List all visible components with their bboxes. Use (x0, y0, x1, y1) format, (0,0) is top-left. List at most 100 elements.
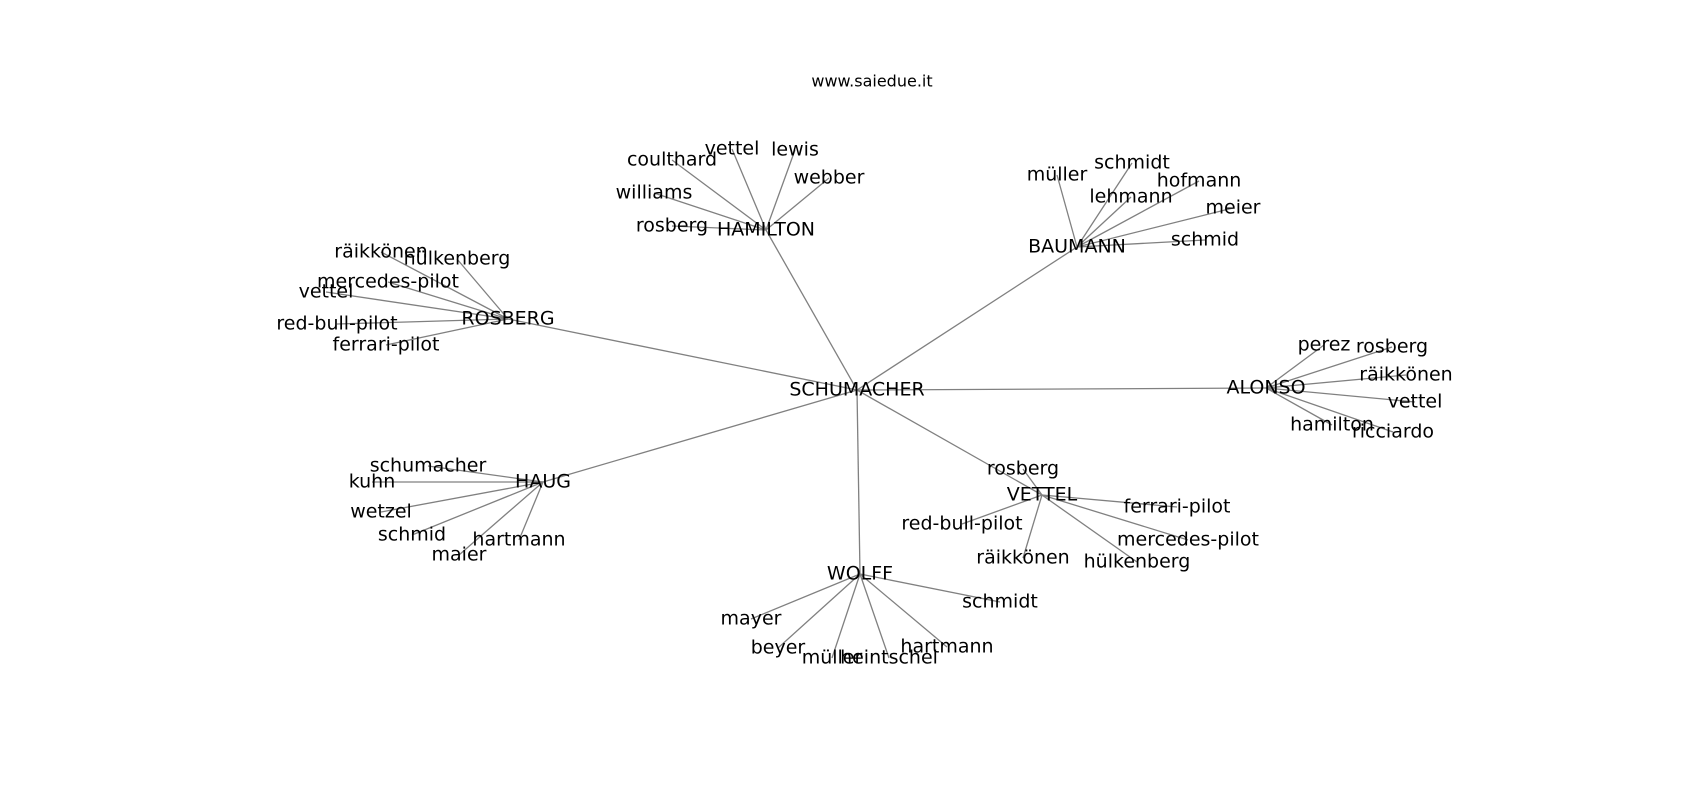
node-leaf-wolff-mayer: mayer (721, 608, 782, 630)
edge-wolff-schmidt (859, 573, 1001, 603)
node-leaf-hamilton-webber: webber (794, 167, 865, 189)
edge-alonso-ricciardo (1265, 387, 1394, 433)
edge-rosberg-vettel (325, 291, 509, 320)
node-leaf-wolff-schmidt: schmidt (962, 591, 1038, 613)
node-leaf-vettel-mercedes-pilot: mercedes-pilot (1117, 529, 1259, 551)
node-leaf-wolff-muller: müller (802, 647, 863, 669)
edge-haug-hartmann (518, 481, 544, 541)
graph-edges (325, 148, 1416, 659)
edge-alonso-perez (1265, 344, 1325, 389)
node-leaf-alonso-vettel: vettel (1388, 391, 1443, 413)
page-title: www.saiedue.it (811, 72, 932, 91)
node-leaf-haug-maier: maier (432, 544, 487, 566)
edge-center-vettel (856, 389, 1043, 496)
edge-vettel-ferrari-pilot (1041, 494, 1178, 508)
edge-vettel-rosberg (1022, 468, 1043, 496)
edge-rosberg-mercedes-pilot (387, 281, 509, 320)
edge-rosberg-ferrari-pilot (385, 318, 509, 346)
edge-rosberg-raikkonen (380, 251, 509, 320)
node-leaf-rosberg-red-bull-pilot: red-bull-pilot (276, 313, 397, 335)
edge-vettel-mercedes-pilot (1041, 494, 1189, 541)
edge-alonso-raikkonen (1265, 374, 1407, 389)
node-leaf-vettel-red-bull-pilot: red-bull-pilot (901, 513, 1022, 535)
edge-haug-maier (458, 481, 544, 556)
node-leaf-vettel-hulkenberg: hülkenberg (1084, 551, 1191, 573)
edge-center-wolff (856, 389, 861, 575)
edge-hamilton-webber (765, 177, 830, 231)
node-leaf-baumann-muller: müller (1027, 164, 1088, 186)
node-leaf-baumann-schmidt: schmidt (1094, 152, 1170, 174)
node-leaf-rosberg-ferrari-pilot: ferrari-pilot (333, 334, 440, 356)
edge-hamilton-vettel (731, 148, 767, 231)
node-leaf-baumann-schmid: schmid (1171, 229, 1239, 251)
node-leaf-haug-wetzel: wetzel (350, 501, 412, 523)
edge-vettel-hulkenberg (1041, 494, 1138, 563)
node-leaf-vettel-ferrari-pilot: ferrari-pilot (1124, 496, 1231, 518)
node-hub-wolff: WOLFF (827, 563, 893, 585)
edge-haug-schmid (411, 481, 544, 536)
node-leaf-alonso-ricciardo: ricciardo (1352, 421, 1434, 443)
edge-wolff-muller (831, 573, 861, 659)
node-leaf-wolff-hartmann: hartmann (900, 636, 993, 658)
node-leaf-baumann-hofmann: hofmann (1157, 170, 1242, 192)
edge-hamilton-coulthard (671, 159, 767, 231)
node-leaf-hamilton-williams: williams (616, 182, 693, 204)
node-hub-baumann: BAUMANN (1028, 236, 1126, 258)
node-leaf-hamilton-rosberg: rosberg (636, 215, 708, 237)
node-leaf-wolff-heintschel: heintschel (840, 647, 938, 669)
node-leaf-alonso-rosberg: rosberg (1356, 336, 1428, 358)
edge-center-baumann (856, 246, 1078, 391)
node-center-schumacher: SCHUMACHER (789, 379, 924, 401)
edge-center-alonso (856, 387, 1267, 391)
node-leaf-rosberg-raikkonen: räikkönen (334, 241, 427, 263)
edge-hamilton-lewis (765, 149, 796, 231)
edge-wolff-beyer (777, 573, 861, 649)
node-leaf-alonso-perez: perez (1298, 334, 1351, 356)
node-leaf-rosberg-vettel: vettel (299, 281, 354, 303)
node-leaf-wolff-beyer: beyer (751, 637, 806, 659)
node-leaf-rosberg-hulkenberg: hülkenberg (404, 248, 511, 270)
edge-baumann-meier (1076, 207, 1234, 248)
node-leaf-haug-hartmann: hartmann (472, 529, 565, 551)
edge-wolff-hartmann (859, 573, 948, 648)
edge-vettel-raikkonen (1022, 494, 1043, 559)
edge-center-rosberg (507, 318, 858, 391)
node-leaf-vettel-raikkonen: räikkönen (976, 547, 1069, 569)
node-leaf-baumann-lehmann: lehmann (1089, 186, 1172, 208)
edge-baumann-hofmann (1076, 180, 1200, 248)
edge-baumann-muller (1056, 174, 1078, 248)
node-leaf-alonso-raikkonen: räikkönen (1359, 364, 1452, 386)
edge-hamilton-williams (653, 192, 767, 231)
node-hub-alonso: ALONSO (1226, 377, 1305, 399)
node-leaf-hamilton-coulthard: coulthard (627, 149, 717, 171)
edge-alonso-rosberg (1265, 346, 1393, 389)
node-leaf-rosberg-mercedes-pilot: mercedes-pilot (317, 271, 459, 293)
edge-baumann-lehmann (1076, 196, 1132, 248)
edge-wolff-heintschel (859, 573, 890, 659)
node-leaf-haug-schmid: schmid (378, 524, 446, 546)
edge-baumann-schmidt (1076, 162, 1133, 248)
edge-center-hamilton (765, 229, 858, 391)
node-leaf-vettel-rosberg: rosberg (987, 458, 1059, 480)
edge-vettel-red-bull-pilot (961, 494, 1043, 525)
edge-rosberg-red-bull-pilot (336, 318, 509, 325)
node-leaf-hamilton-lewis: lewis (771, 139, 819, 161)
edge-alonso-hamilton (1265, 387, 1333, 426)
node-hub-vettel: VETTEL (1007, 484, 1078, 506)
edge-wolff-mayer (750, 573, 861, 620)
node-leaf-baumann-meier: meier (1206, 197, 1261, 219)
edge-rosberg-hulkenberg (456, 258, 509, 320)
node-leaf-haug-schumacher: schumacher (370, 455, 487, 477)
node-leaf-hamilton-vettel: vettel (705, 138, 760, 160)
node-hub-rosberg: ROSBERG (461, 308, 554, 330)
edge-haug-schumacher (427, 465, 544, 483)
edge-hamilton-rosberg (671, 225, 767, 231)
node-leaf-haug-kuhn: kuhn (349, 471, 396, 493)
node-hub-haug: HAUG (515, 471, 571, 493)
node-hub-hamilton: HAMILTON (717, 219, 815, 241)
edge-haug-wetzel (380, 481, 544, 513)
edge-center-haug (542, 389, 858, 483)
edge-alonso-vettel (1265, 387, 1416, 403)
